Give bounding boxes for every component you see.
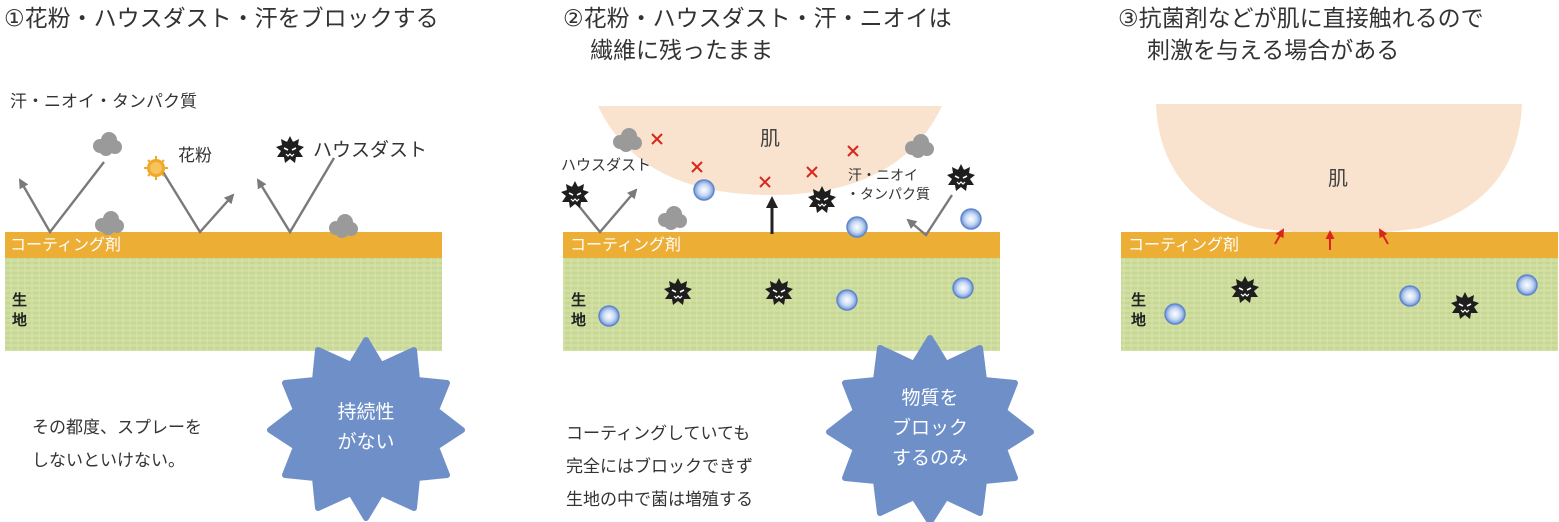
burst-shape xyxy=(267,337,465,521)
antibacterial-icon xyxy=(1164,303,1186,325)
panel-2-heading-line1: ②花粉・ハウスダスト・汗・ニオイは xyxy=(563,6,952,32)
sweat-cloud-icon xyxy=(95,211,124,235)
sweat-label: 汗・ニオイ・タンパク質 xyxy=(10,92,197,112)
skin-shape xyxy=(1156,104,1522,234)
skin-label: 肌 xyxy=(1328,166,1348,190)
skin-label: 肌 xyxy=(760,126,780,150)
panel-2 xyxy=(560,106,1034,522)
sweat-cloud-icon xyxy=(329,214,358,238)
skin-shape xyxy=(598,106,942,195)
panel-1-note: その都度、スプレーを しないといけない。 xyxy=(32,418,202,471)
panel-3-heading-line1: ③抗菌剤などが肌に直接触れるので xyxy=(1118,6,1484,32)
sweat-label-line1: 汗・ニオイ xyxy=(848,168,918,184)
germ-icon xyxy=(560,180,590,209)
antibacterial-icon xyxy=(1399,285,1421,307)
coating-label: コーティング剤 xyxy=(10,235,122,254)
pollen-label: 花粉 xyxy=(178,146,212,166)
panel-1-heading: ①花粉・ハウスダスト・汗をブロックする xyxy=(4,6,439,32)
cross-icons xyxy=(651,133,859,188)
dust-germ-icon xyxy=(275,135,305,164)
antibacterial-icon xyxy=(846,216,868,238)
antibacterial-icon xyxy=(960,208,982,230)
dust-label: ハウスダスト xyxy=(313,139,428,161)
pollen-icon xyxy=(144,156,168,180)
fabric-layer xyxy=(563,258,1000,351)
deflection-arrows xyxy=(18,157,336,235)
dust-label: ハウスダスト xyxy=(561,156,652,174)
antibacterial-icon xyxy=(836,289,858,311)
panel-2-heading-line2: 繊維に残ったまま xyxy=(590,38,774,64)
panel-1 xyxy=(5,132,465,521)
panel-3 xyxy=(1121,104,1558,351)
germ-icon xyxy=(946,163,976,192)
sweat-label-line2: ・タンパク質 xyxy=(846,187,930,203)
burst-text: 物質を ブロック するのみ xyxy=(891,387,968,469)
coating-layer xyxy=(5,232,442,258)
antibacterial-icon xyxy=(693,179,715,201)
antibacterial-icon xyxy=(1516,274,1538,296)
coating-layer xyxy=(1121,232,1558,258)
sweat-cloud-icon xyxy=(93,132,122,156)
antibacterial-icon xyxy=(952,277,974,299)
panel-3-heading-line2: 刺激を与える場合がある xyxy=(1147,38,1400,64)
panel-2-note: コーティングしていても 完全にはブロックできず 生地の中で菌は増殖する xyxy=(566,424,753,510)
coating-layer xyxy=(563,232,1000,258)
fabric-layer xyxy=(1121,258,1558,351)
fabric-layer xyxy=(5,258,442,351)
antibacterial-icon xyxy=(598,305,620,327)
fabric-label: 生 地 xyxy=(1131,291,1147,329)
coating-label: コーティング剤 xyxy=(570,235,682,254)
burst-shape xyxy=(826,335,1034,522)
dust-cloud-icon xyxy=(658,206,687,230)
irritation-arrows xyxy=(1274,228,1389,250)
burst-text: 持続性 がない xyxy=(337,401,395,453)
fabric-label: 生 地 xyxy=(12,291,28,329)
coating-label: コーティング剤 xyxy=(1128,235,1240,254)
fabric-label: 生 地 xyxy=(571,291,587,329)
